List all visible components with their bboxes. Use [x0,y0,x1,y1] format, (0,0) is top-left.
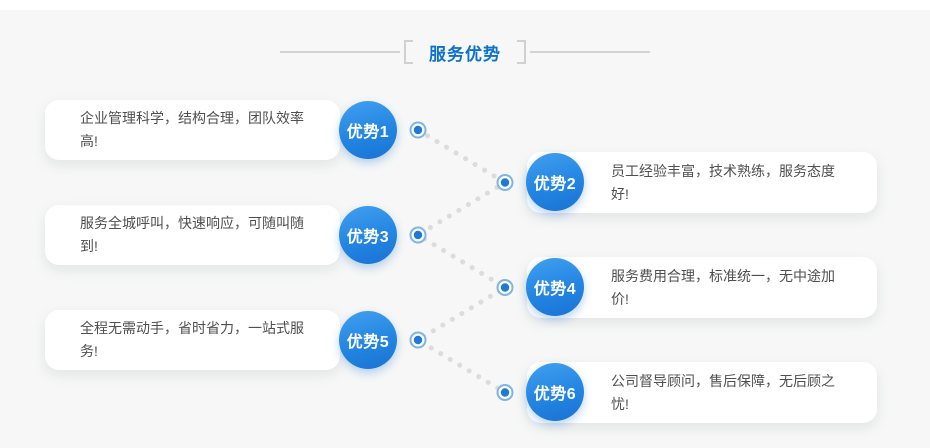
advantage-badge-2: 优势2 [526,153,584,211]
dotted-zigzag-line [413,127,510,395]
node-marker-icon [496,384,514,401]
advantage-card-6: 公司督导顾问，售后保障，无后顾之忧! [527,362,877,423]
node-marker-icon [409,331,427,349]
advantage-card-5: 全程无需动手，省时省力，一站式服务! [45,310,340,370]
advantage-badge-4: 优势4 [526,258,584,316]
advantage-text: 公司督导顾问，售后保障，无后顾之忧! [611,372,835,412]
node-marker-icon [496,174,514,191]
left-bracket-icon [404,40,413,64]
advantage-badge-6: 优势6 [526,363,584,421]
advantage-badge-5: 优势5 [339,311,397,369]
advantage-card-1: 企业管理科学，结构合理，团队效率高! [45,100,340,160]
advantage-text: 员工经验丰富，技术熟练，服务态度好! [611,162,835,202]
advantage-badge-3: 优势3 [339,206,397,264]
advantage-text: 企业管理科学，结构合理，团队效率高! [80,110,304,149]
header-right-line [530,51,650,53]
advantage-card-4: 服务费用合理，标准统一，无中途加价! [527,257,877,318]
advantage-badge-1: 优势1 [339,101,397,159]
advantage-card-2: 员工经验丰富，技术熟练，服务态度好! [527,152,877,213]
section-title: 服务优势 [429,44,501,64]
node-marker-icon [409,226,427,244]
node-marker-icon [409,121,427,139]
advantage-text: 服务费用合理，标准统一，无中途加价! [611,267,835,307]
advantage-text: 全程无需动手，省时省力，一站式服务! [80,320,304,359]
section-header: 服务优势 [0,38,930,66]
header-left-line [280,51,400,53]
right-bracket-icon [517,40,526,64]
advantage-card-3: 服务全城呼叫，快速响应，可随叫随到! [45,205,340,265]
advantage-text: 服务全城呼叫，快速响应，可随叫随到! [80,215,304,254]
node-marker-icon [496,279,514,296]
